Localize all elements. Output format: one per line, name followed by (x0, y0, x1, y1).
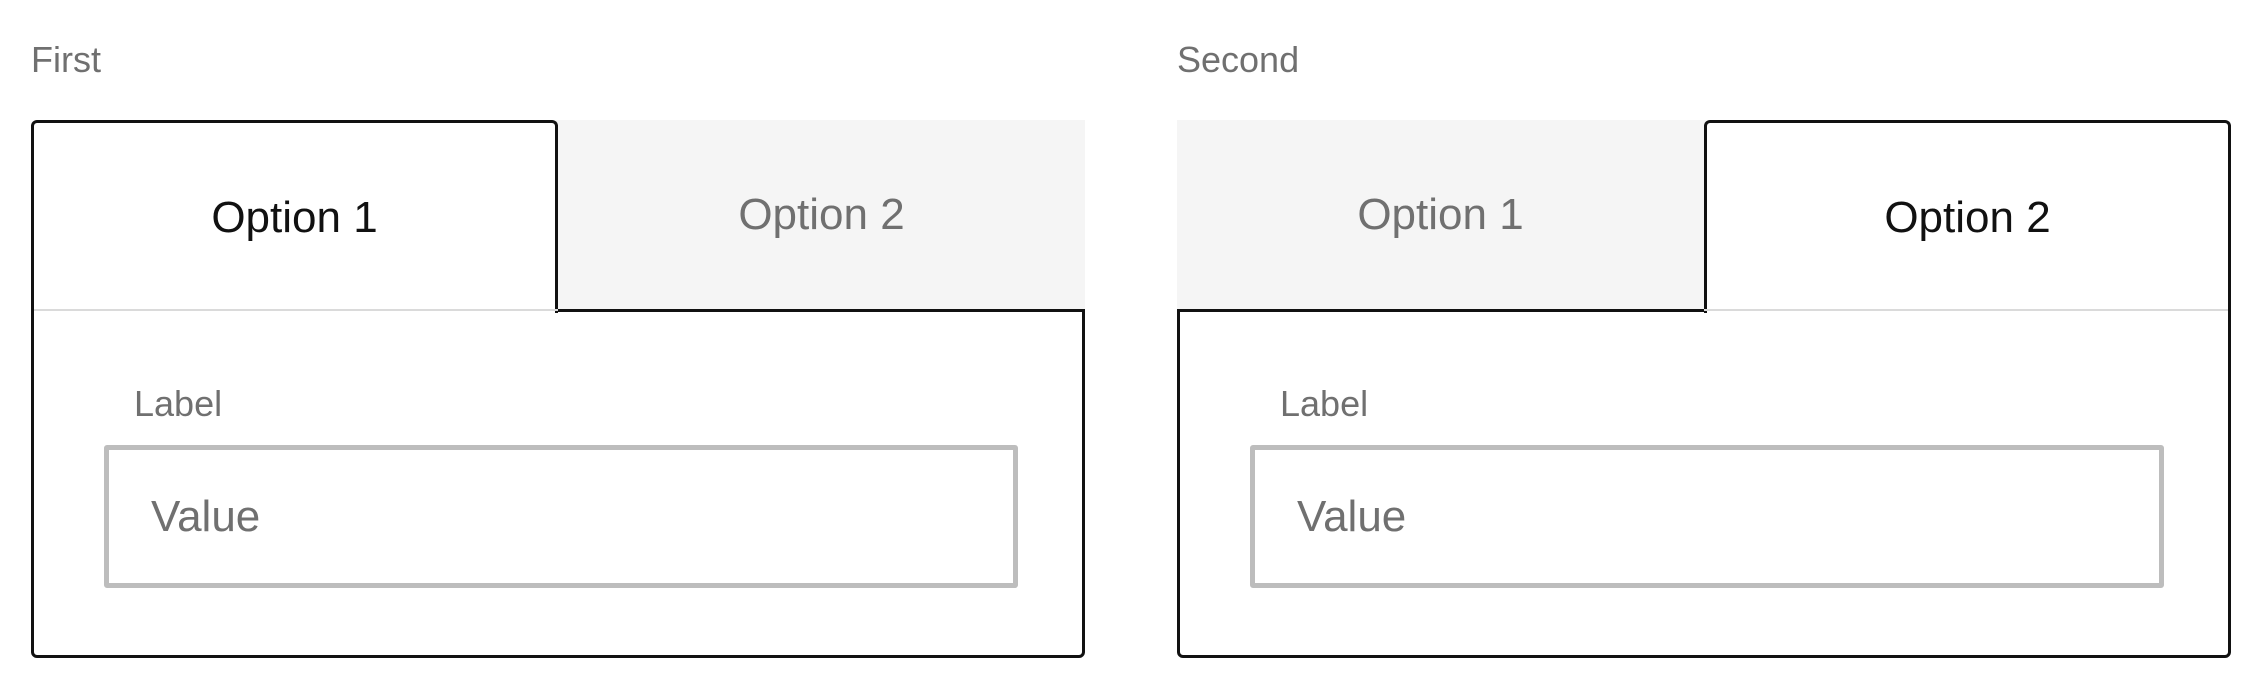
value-input[interactable] (1250, 445, 2164, 588)
tab-option-1[interactable]: Option 1 (1177, 120, 1704, 310)
tab-option-2[interactable]: Option 2 (558, 120, 1085, 310)
group-title-first: First (31, 39, 101, 80)
tab-panel: Label (31, 309, 1085, 658)
tabs-second: Option 1 Option 2 Label (1177, 120, 2231, 658)
tab-divider (1704, 309, 2228, 311)
value-input[interactable] (104, 445, 1018, 588)
tab-divider (34, 309, 558, 311)
tab-option-2[interactable]: Option 2 (1704, 120, 2231, 313)
field-label: Label (1280, 383, 1369, 424)
tab-option-1[interactable]: Option 1 (31, 120, 558, 313)
tabs-first: Option 1 Option 2 Label (31, 120, 1085, 658)
group-title-second: Second (1177, 39, 1300, 80)
field-label: Label (134, 383, 223, 424)
tab-panel: Label (1177, 309, 2231, 658)
